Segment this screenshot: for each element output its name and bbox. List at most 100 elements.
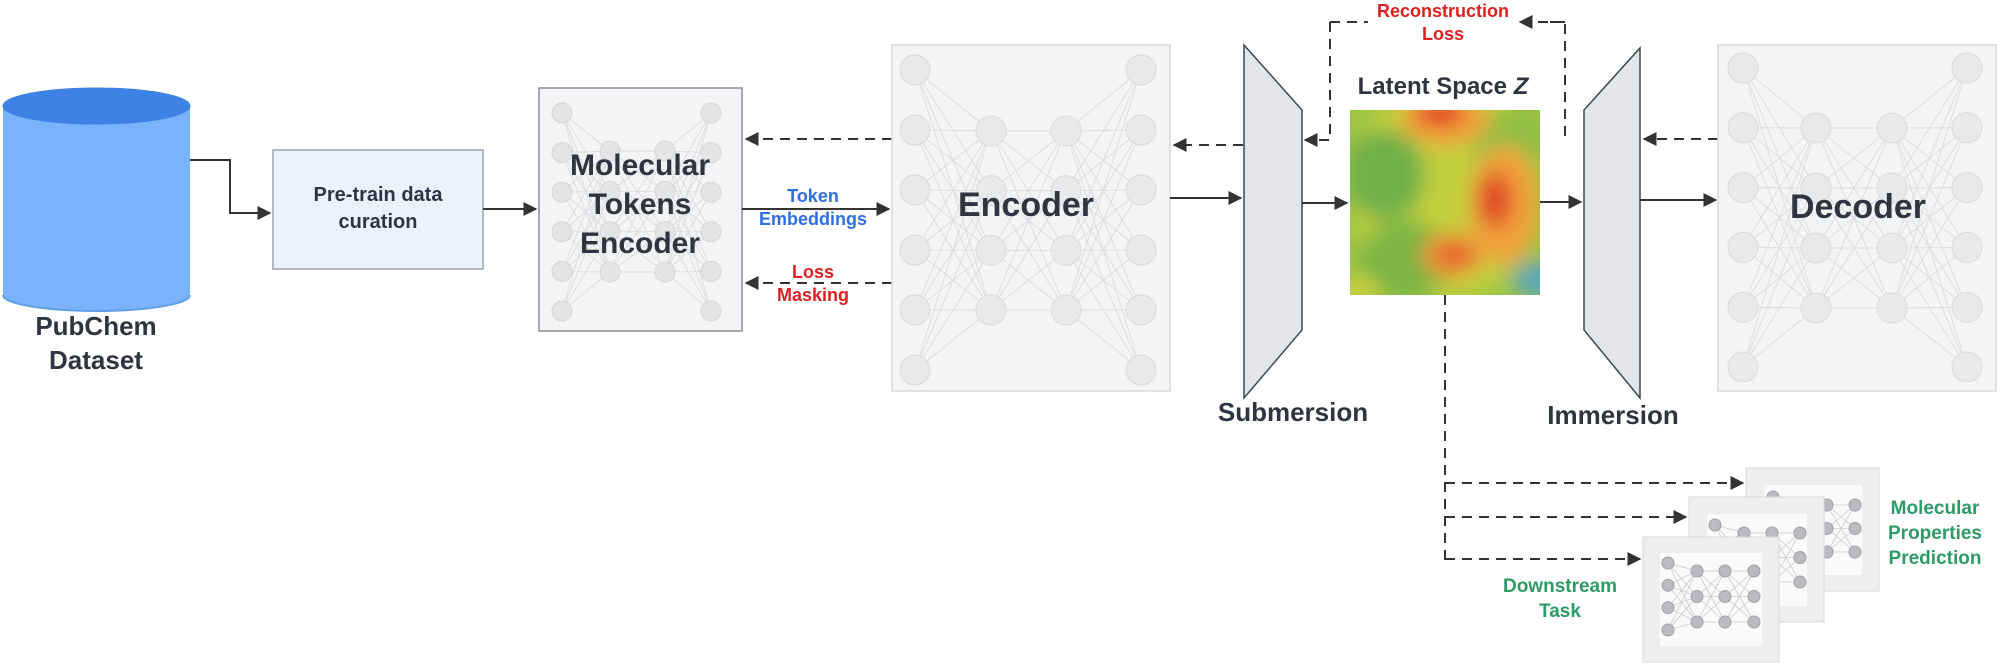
network-edge — [1065, 189, 1142, 311]
encoder-label: Encoder — [958, 186, 1094, 224]
network-edge — [1742, 127, 1817, 368]
network-node — [1661, 601, 1675, 615]
network-edge — [1815, 127, 1893, 189]
network-edge — [1667, 570, 1698, 631]
network-edge — [990, 249, 1067, 311]
network-edge — [1742, 127, 1817, 188]
network-edge — [1065, 69, 1142, 251]
pubchem-label-line1: PubChem — [35, 311, 156, 341]
network-node — [1793, 526, 1807, 540]
network-edge — [664, 152, 712, 273]
network-edge — [1891, 67, 1968, 129]
network-node — [1727, 112, 1759, 144]
network-edge — [664, 191, 712, 273]
network-edge — [1667, 562, 1698, 597]
submersion-shape — [1243, 43, 1303, 401]
network-node — [599, 140, 621, 162]
network-edge — [1742, 67, 1817, 129]
network-edge — [1696, 570, 1726, 623]
network-edge — [561, 231, 611, 312]
curation-label-line1: Pre-train data — [314, 184, 444, 206]
network-node — [1727, 172, 1759, 204]
network-edge — [1065, 69, 1142, 191]
network-edge — [1891, 127, 1968, 309]
network-node — [1800, 292, 1832, 324]
network-node — [1125, 54, 1157, 86]
network-edge — [990, 190, 1067, 311]
network-node — [1848, 545, 1862, 559]
network-edge — [1724, 570, 1755, 623]
network-node — [1050, 294, 1082, 326]
reconstruction-loss-line2: Loss — [1422, 24, 1464, 44]
pubchem-label-line2: Dataset — [49, 345, 143, 375]
network-edge — [914, 130, 992, 371]
network-node — [551, 181, 573, 203]
network-node — [1718, 590, 1732, 603]
network-node — [899, 174, 931, 206]
network-node — [1727, 291, 1759, 323]
network-edge — [664, 112, 712, 232]
network-node — [1125, 354, 1157, 386]
reconstruction-loss-line1: Reconstruction — [1377, 1, 1509, 21]
curation-label-line2: curation — [339, 211, 418, 233]
network-node — [899, 294, 931, 326]
network-edge — [609, 231, 666, 273]
network-edge — [561, 191, 611, 312]
downstream-task-line2: Task — [1539, 601, 1581, 622]
network-edge — [1667, 570, 1698, 608]
network-node — [700, 260, 722, 282]
network-node — [1661, 556, 1675, 570]
token-embeddings-label-line1: Token — [787, 186, 839, 206]
reconstruction-loop-left — [1303, 22, 1331, 147]
network-edge — [914, 130, 992, 191]
network-node — [1661, 578, 1675, 592]
network-node — [599, 180, 621, 202]
network-edge — [990, 130, 1067, 192]
network-node — [551, 260, 573, 282]
network-node — [1951, 231, 1983, 263]
network-edge — [609, 191, 666, 273]
network-node — [1050, 175, 1082, 207]
network-edge — [561, 150, 611, 233]
network-node — [700, 102, 722, 124]
network-node — [551, 102, 573, 124]
network-node — [1718, 615, 1732, 629]
network-node — [1690, 564, 1704, 578]
network-node — [1951, 52, 1983, 84]
latent-title-text: Latent Space — [1358, 73, 1507, 100]
network-edge — [1891, 67, 1968, 309]
decoder-label: Decoder — [1790, 188, 1926, 226]
network-node — [1848, 498, 1862, 512]
network-edge — [1815, 187, 1893, 309]
network-node — [1747, 615, 1761, 629]
network-node — [1125, 174, 1157, 206]
network-edge — [609, 150, 666, 273]
network-edge — [609, 150, 666, 232]
network-edge — [1065, 69, 1142, 311]
network-edge — [561, 150, 611, 272]
network-node — [1876, 112, 1908, 144]
network-node — [1125, 114, 1157, 146]
network-node — [599, 261, 621, 283]
network-edge — [914, 250, 992, 371]
network-edge — [664, 112, 712, 273]
network-edge — [1742, 187, 1817, 368]
network-node — [1800, 172, 1832, 204]
loss-masking-label-line2: Masking — [777, 285, 849, 305]
tokens-encoder-label-line2: Tokens — [589, 188, 692, 221]
network-node — [700, 221, 722, 243]
network-edge — [1667, 596, 1698, 631]
loss-masking-label-line1: Loss — [792, 262, 834, 282]
network-edge — [914, 190, 992, 371]
token-embeddings-label-line2: Embeddings — [759, 209, 867, 229]
network-edge — [1065, 69, 1142, 132]
network-edge — [914, 130, 992, 251]
network-node — [1125, 294, 1157, 326]
network-edge — [1891, 307, 1968, 368]
network-edge — [914, 130, 992, 311]
network-node — [551, 221, 573, 243]
network-node — [899, 54, 931, 86]
network-edge — [1815, 247, 1893, 309]
network-node — [1876, 172, 1908, 204]
